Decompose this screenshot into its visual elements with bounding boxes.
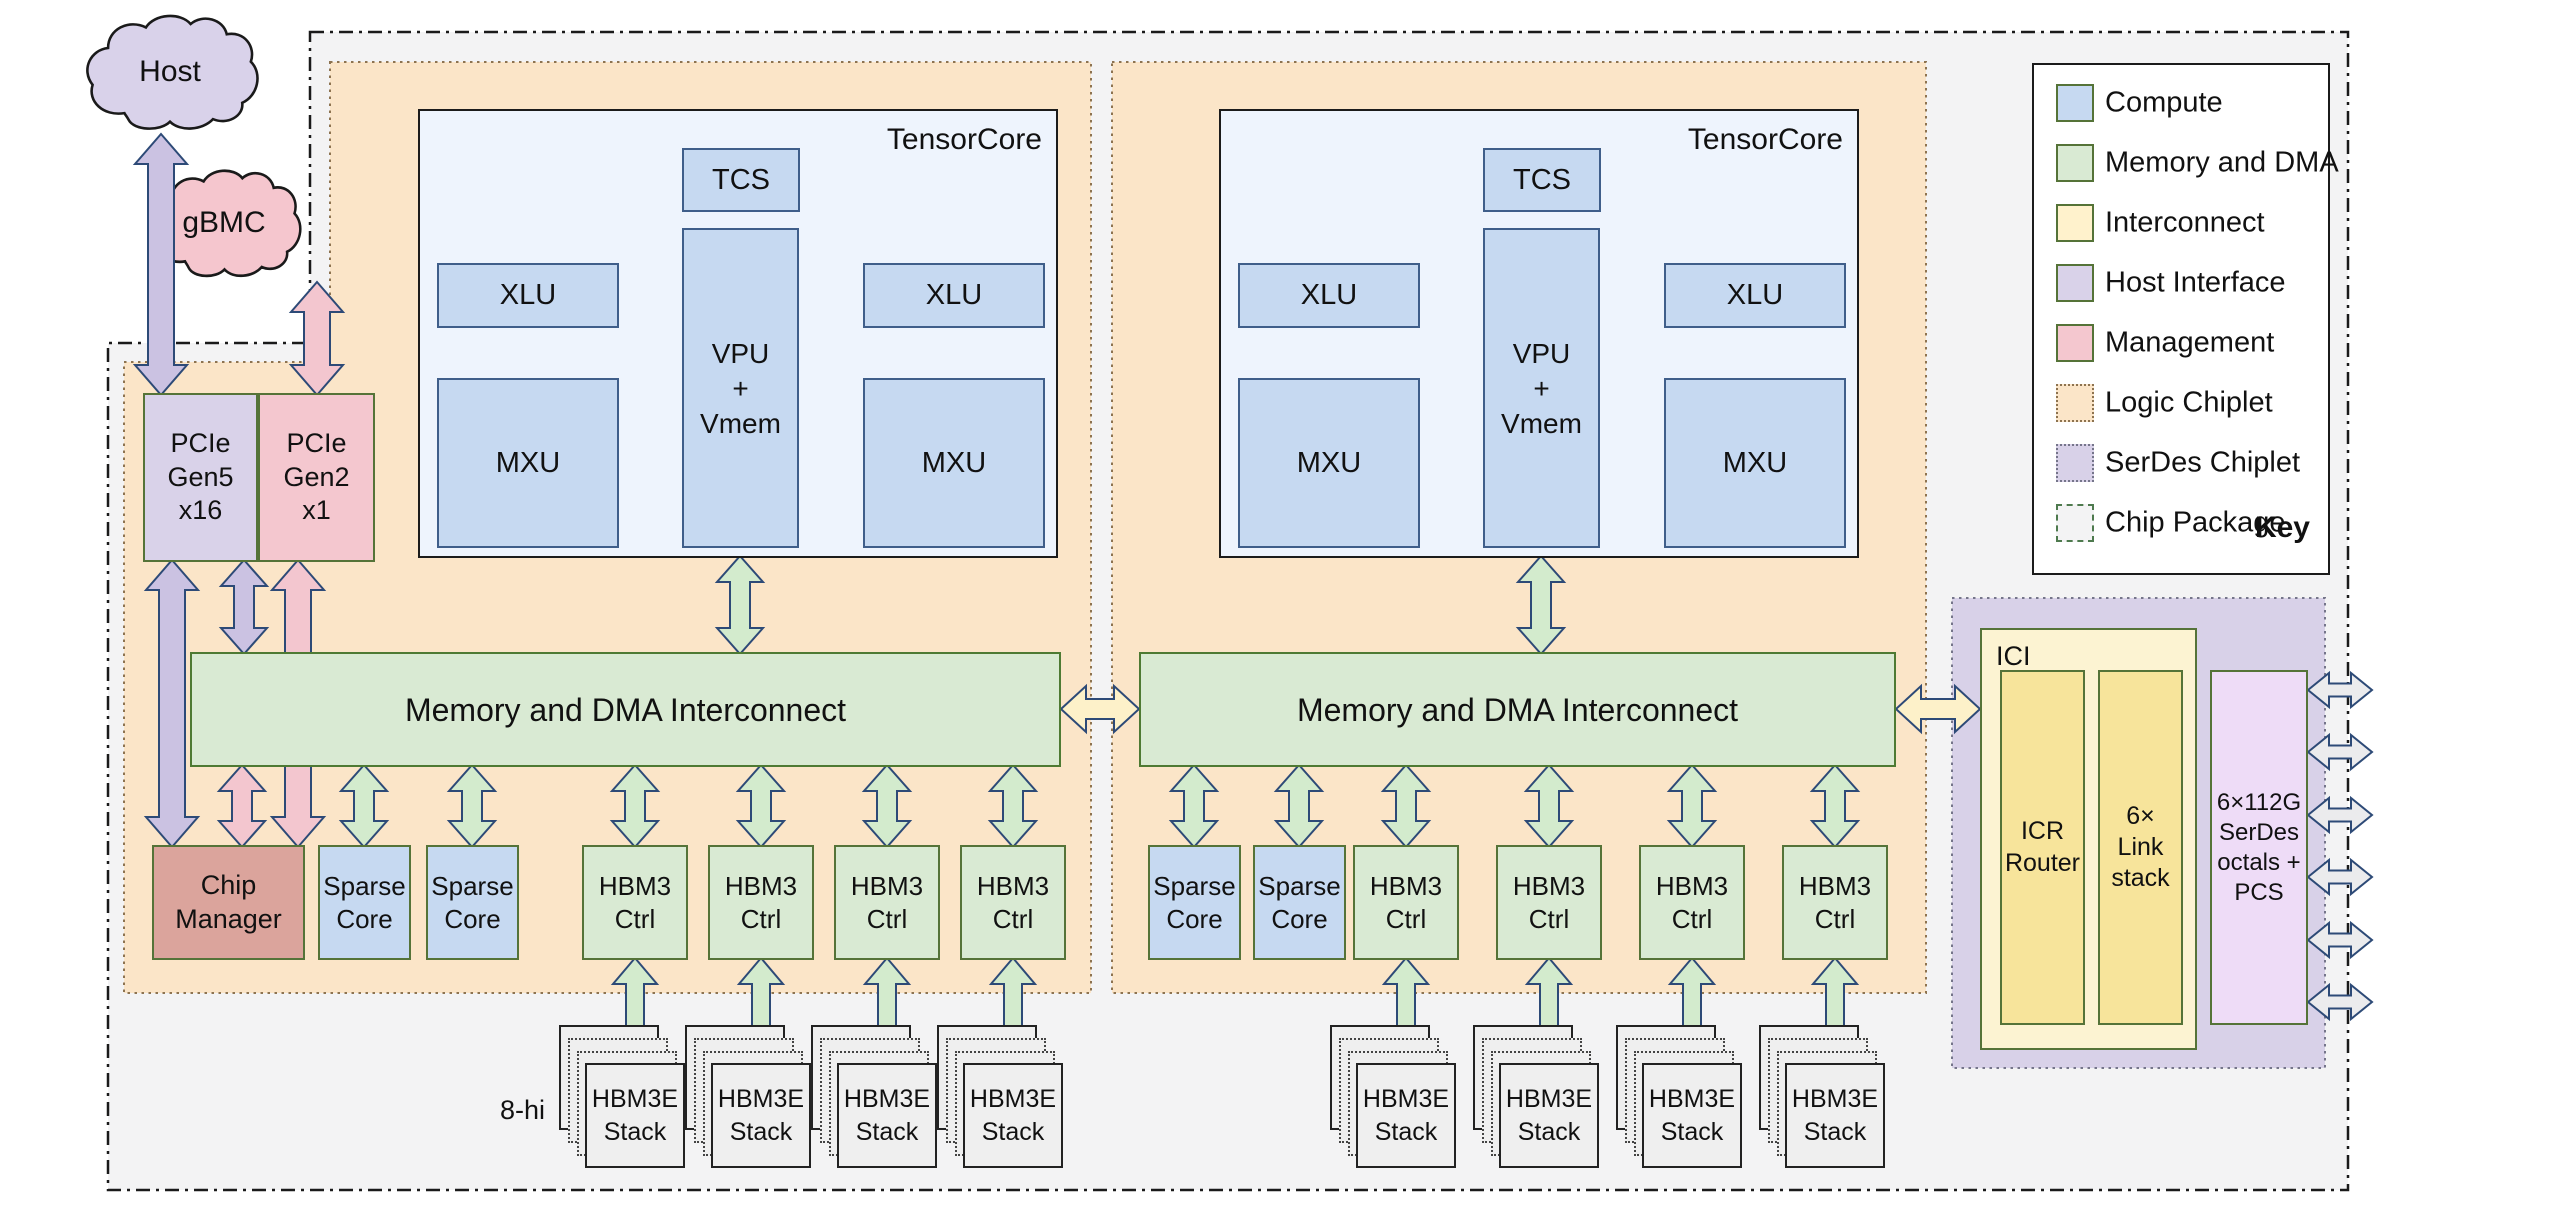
- key-item-label: SerDes Chiplet: [2105, 446, 2301, 479]
- key-swatch-serdes-chiplet: [2056, 444, 2094, 482]
- hbm3-ctrl-block: HBM3 Ctrl: [582, 845, 688, 960]
- key-item: Memory and DMA: [2034, 144, 2339, 182]
- hbm3e-stack: HBM3E Stack: [1356, 1063, 1456, 1168]
- pcie-gen2-block: PCIe Gen2 x1: [258, 393, 375, 562]
- hbm3-ctrl-block: HBM3 Ctrl: [1353, 845, 1459, 960]
- sparse-core-block: Sparse Core: [1253, 845, 1346, 960]
- key-item: Logic Chiplet: [2034, 384, 2328, 422]
- hbm3e-stack: HBM3E Stack: [837, 1063, 937, 1168]
- hbm3-ctrl-block: HBM3 Ctrl: [708, 845, 814, 960]
- xlu-left-block-2: XLU: [1238, 263, 1420, 328]
- key-item: Management: [2034, 324, 2328, 362]
- memory-dma-interconnect-bar-2: Memory and DMA Interconnect: [1139, 652, 1896, 767]
- gbmc-cloud-label: gBMC: [182, 206, 266, 239]
- hbm3e-stack: HBM3E Stack: [711, 1063, 811, 1168]
- stack-height-label: 8-hi: [499, 1095, 545, 1125]
- key-item-label: Interconnect: [2105, 206, 2265, 239]
- key-item-label: Memory and DMA: [2105, 146, 2339, 179]
- bidirectional-arrow: [2306, 920, 2374, 960]
- host-cloud-label: Host: [139, 55, 201, 88]
- key-item-label: Compute: [2105, 86, 2223, 119]
- icr-router-block: ICR Router: [2000, 670, 2085, 1025]
- hbm3-ctrl-block: HBM3 Ctrl: [1496, 845, 1602, 960]
- key-item: Interconnect: [2034, 204, 2328, 242]
- key-title: Key: [2254, 511, 2310, 544]
- mxu-right-block-1: MXU: [863, 378, 1045, 548]
- hbm3e-stack: HBM3E Stack: [963, 1063, 1063, 1168]
- hbm3-ctrl-block: HBM3 Ctrl: [1782, 845, 1888, 960]
- hbm3e-stack: HBM3E Stack: [1642, 1063, 1742, 1168]
- bidirectional-arrow: [2306, 670, 2374, 710]
- sparse-core-block: Sparse Core: [318, 845, 411, 960]
- key-swatch-chip-package: [2056, 504, 2094, 542]
- vpu-vmem-block-1: VPU + Vmem: [682, 228, 799, 548]
- hbm3e-stack: HBM3E Stack: [1499, 1063, 1599, 1168]
- mxu-left-block-2: MXU: [1238, 378, 1420, 548]
- hbm3-ctrl-block: HBM3 Ctrl: [960, 845, 1066, 960]
- serdes-octals-block: 6×112G SerDes octals + PCS: [2210, 670, 2308, 1025]
- key-item: Chip Package: [2034, 504, 2328, 542]
- sparse-core-block: Sparse Core: [426, 845, 519, 960]
- hbm3-ctrl-block: HBM3 Ctrl: [834, 845, 940, 960]
- memory-dma-interconnect-bar-1: Memory and DMA Interconnect: [190, 652, 1061, 767]
- key-item-label: Management: [2105, 326, 2275, 359]
- tensorcore-1-title: TensorCore: [886, 123, 1042, 156]
- key-swatch-management: [2056, 324, 2094, 362]
- key-swatch-memory-and-dma: [2056, 144, 2094, 182]
- bidirectional-arrow: [2306, 982, 2374, 1022]
- bidirectional-arrow: [2306, 732, 2374, 772]
- key-item-label: Logic Chiplet: [2105, 386, 2273, 419]
- vpu-vmem-block-2: VPU + Vmem: [1483, 228, 1600, 548]
- key-item: Compute: [2034, 84, 2328, 122]
- host-cloud: [86, 14, 259, 130]
- mxu-right-block-2: MXU: [1664, 378, 1846, 548]
- key-swatch-compute: [2056, 84, 2094, 122]
- tcs-block-1: TCS: [682, 148, 800, 212]
- tensorcore-2-title: TensorCore: [1687, 123, 1843, 156]
- chip-manager-block: Chip Manager: [152, 845, 305, 960]
- xlu-right-block-2: XLU: [1664, 263, 1846, 328]
- ici-title: ICI: [1996, 641, 2031, 671]
- key-item-label: Host Interface: [2105, 266, 2286, 299]
- hbm3-ctrl-block: HBM3 Ctrl: [1639, 845, 1745, 960]
- tcs-block-2: TCS: [1483, 148, 1601, 212]
- bidirectional-arrow: [2306, 795, 2374, 835]
- sparse-core-block: Sparse Core: [1148, 845, 1241, 960]
- mxu-left-block-1: MXU: [437, 378, 619, 548]
- key-swatch-host-interface: [2056, 264, 2094, 302]
- bidirectional-arrow: [2306, 857, 2374, 897]
- xlu-right-block-1: XLU: [863, 263, 1045, 328]
- hbm3e-stack: HBM3E Stack: [1785, 1063, 1885, 1168]
- key-item: SerDes Chiplet: [2034, 444, 2328, 482]
- hbm3e-stack: HBM3E Stack: [585, 1063, 685, 1168]
- xlu-left-block-1: XLU: [437, 263, 619, 328]
- pcie-gen5-block: PCIe Gen5 x16: [143, 393, 258, 562]
- key-item-label: Chip Package: [2105, 506, 2286, 539]
- link-stack-block: 6× Link stack: [2098, 670, 2183, 1025]
- key-swatch-logic-chiplet: [2056, 384, 2094, 422]
- key-item: Host Interface: [2034, 264, 2328, 302]
- key-swatch-interconnect: [2056, 204, 2094, 242]
